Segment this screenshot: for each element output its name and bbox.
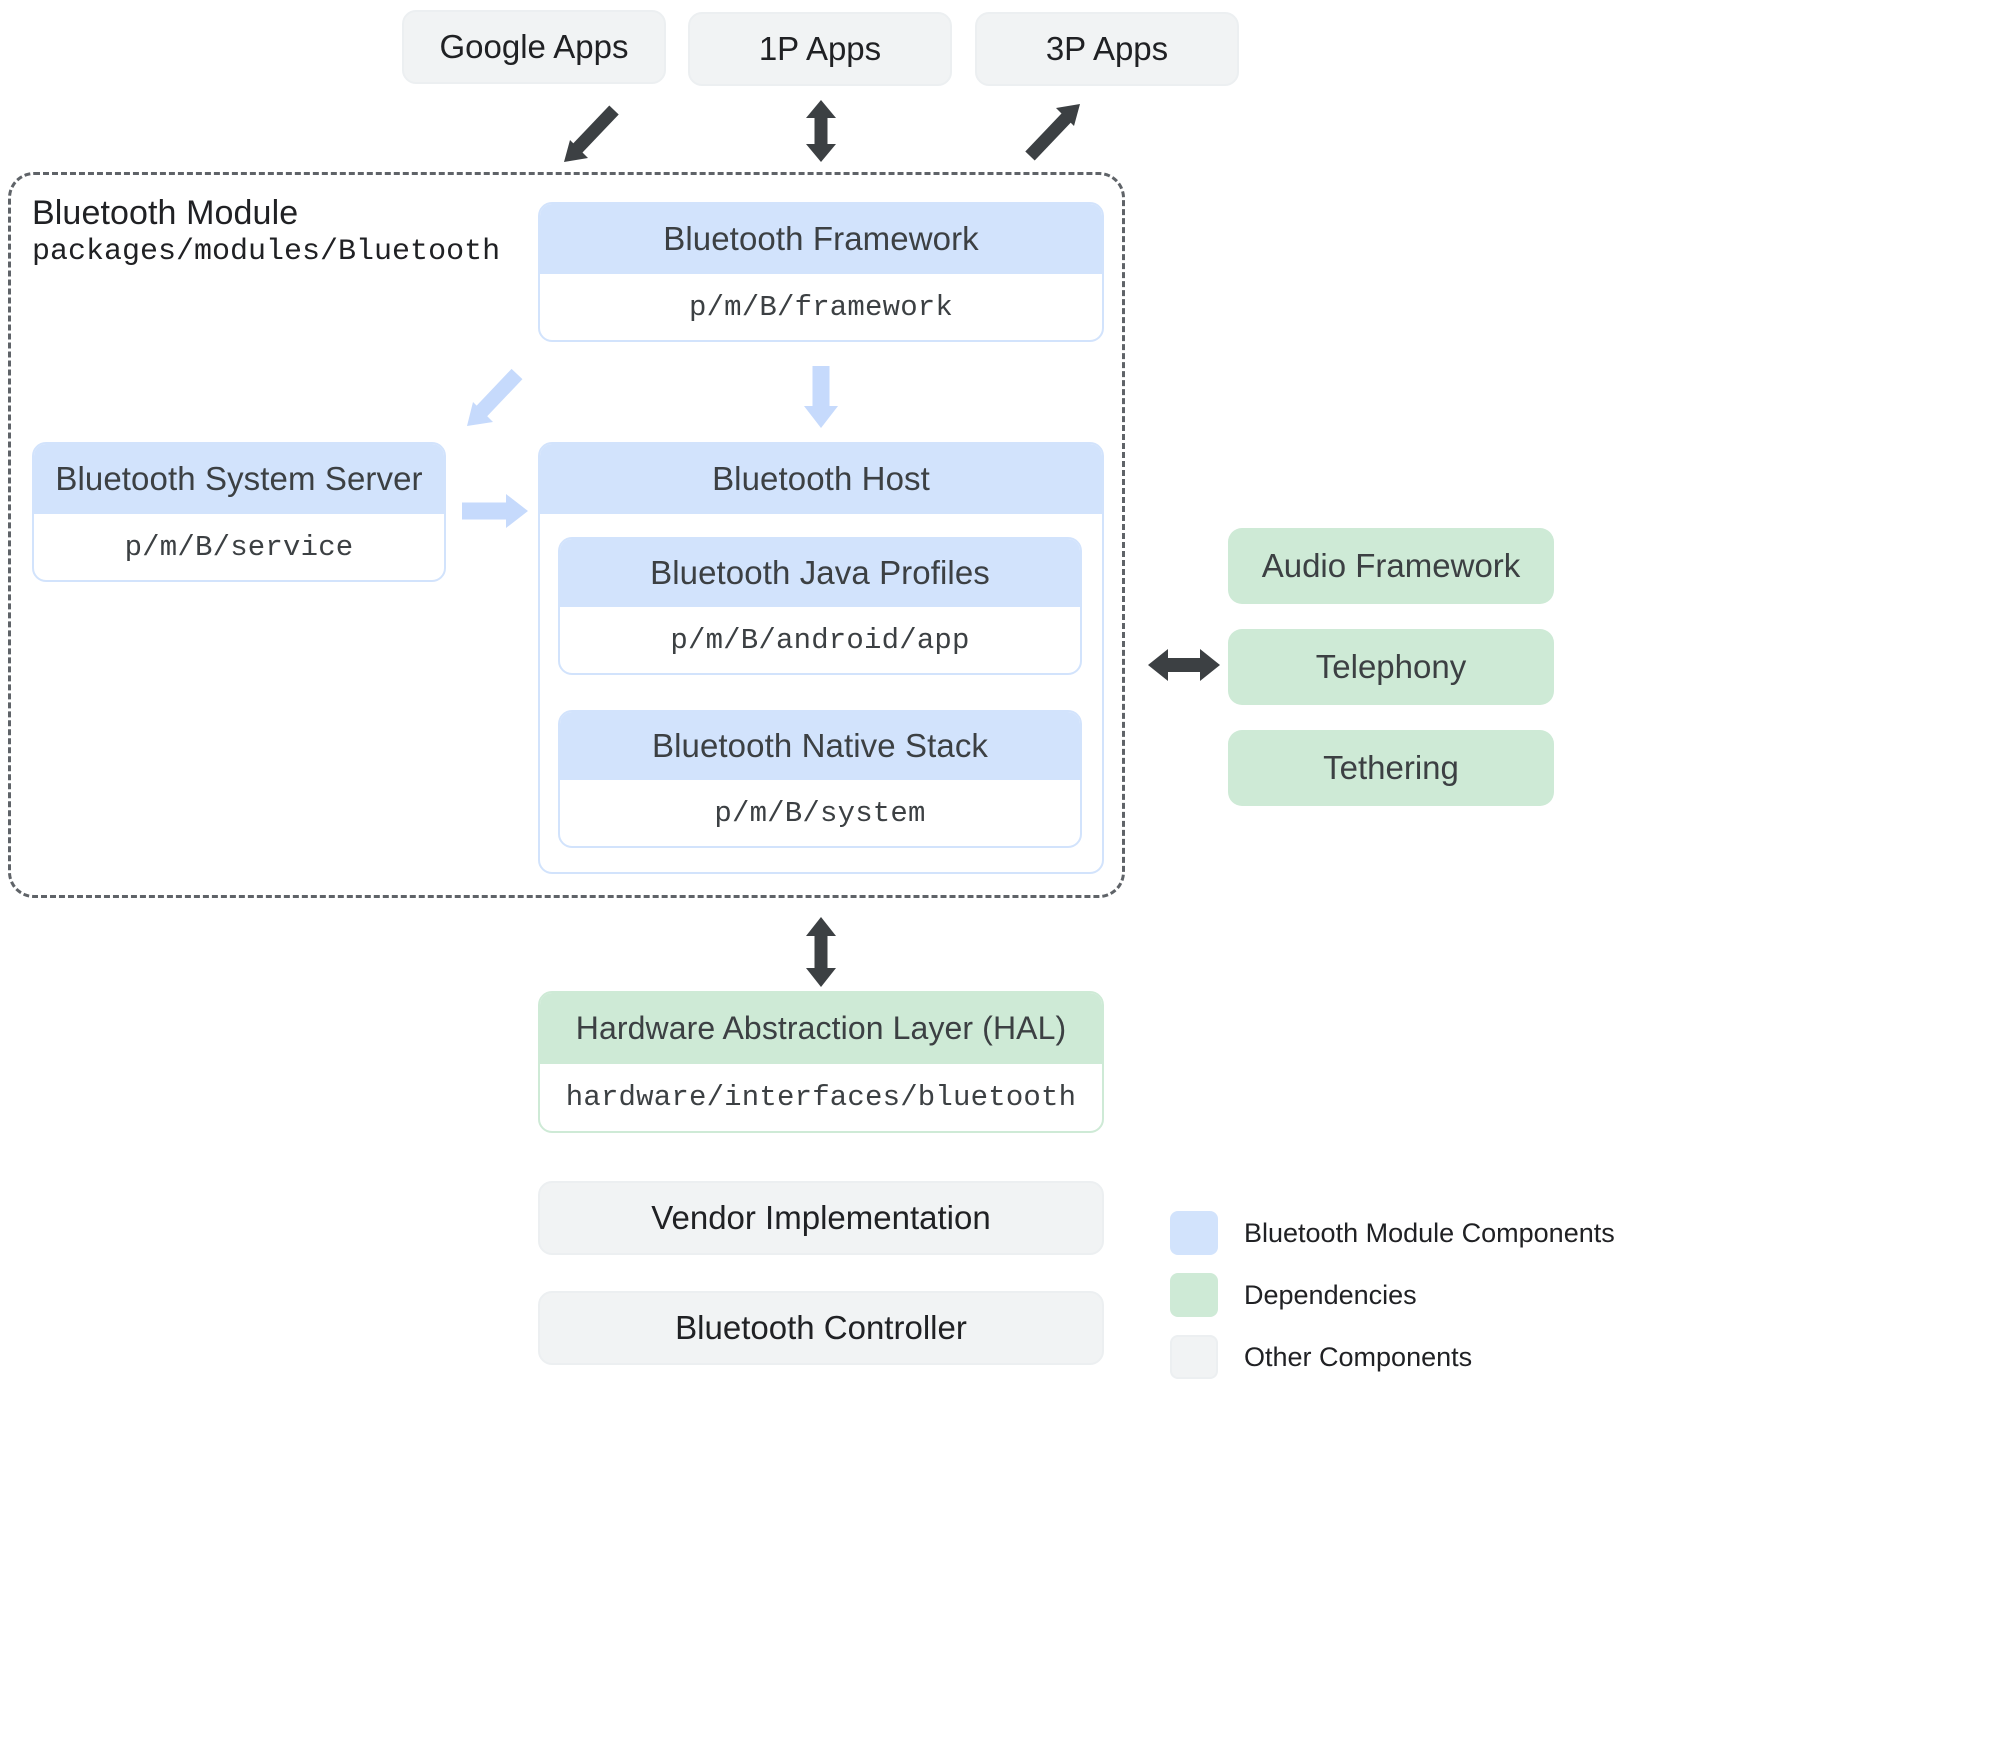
node-google-apps-label: Google Apps: [439, 28, 629, 65]
node-telephony-label: Telephony: [1315, 648, 1467, 685]
node-vendor-implementation[interactable]: Vendor Implementation: [538, 1181, 1104, 1255]
arrow-module-to-dependencies-icon: [1148, 645, 1220, 685]
arrow-module-to-hal-icon: [803, 917, 839, 987]
legend: Bluetooth Module Components Dependencies…: [1170, 1211, 1615, 1398]
module-path: packages/modules/Bluetooth: [32, 235, 501, 269]
node-bluetooth-controller[interactable]: Bluetooth Controller: [538, 1291, 1104, 1365]
legend-label-module-components: Bluetooth Module Components: [1244, 1217, 1615, 1248]
node-hal-path: hardware/interfaces/bluetooth: [565, 1081, 1077, 1114]
node-3p-apps-label: 3P Apps: [1045, 30, 1169, 67]
node-tethering-label: Tethering: [1323, 749, 1459, 786]
node-bluetooth-java-profiles-path: p/m/B/android/app: [670, 623, 970, 657]
legend-item-other-components: Other Components: [1170, 1335, 1615, 1379]
arrow-google-apps-to-module-icon: [560, 104, 622, 162]
node-bluetooth-framework[interactable]: Bluetooth Framework p/m/B/framework: [538, 202, 1104, 342]
node-bluetooth-system-server[interactable]: Bluetooth System Server p/m/B/service: [32, 442, 446, 582]
node-bluetooth-native-stack-path: p/m/B/system: [714, 796, 926, 830]
arrow-1p-apps-to-module-icon: [803, 100, 839, 162]
bluetooth-module-container: [8, 172, 1125, 898]
arrow-system-server-to-host-icon: [462, 492, 528, 530]
node-tethering[interactable]: Tethering: [1228, 730, 1554, 806]
legend-item-dependencies: Dependencies: [1170, 1273, 1615, 1317]
node-1p-apps[interactable]: 1P Apps: [688, 12, 952, 86]
node-hal[interactable]: Hardware Abstraction Layer (HAL) hardwar…: [538, 991, 1104, 1133]
node-3p-apps[interactable]: 3P Apps: [975, 12, 1239, 86]
node-vendor-implementation-label: Vendor Implementation: [651, 1199, 991, 1236]
node-telephony[interactable]: Telephony: [1228, 629, 1554, 705]
node-bluetooth-native-stack[interactable]: Bluetooth Native Stack p/m/B/system: [558, 710, 1082, 848]
node-google-apps[interactable]: Google Apps: [402, 10, 666, 84]
arrow-framework-to-host-icon: [802, 366, 840, 428]
node-bluetooth-java-profiles[interactable]: Bluetooth Java Profiles p/m/B/android/ap…: [558, 537, 1082, 675]
legend-label-dependencies: Dependencies: [1244, 1279, 1417, 1310]
node-bluetooth-framework-title: Bluetooth Framework: [540, 204, 1102, 274]
legend-swatch-grey: [1170, 1335, 1218, 1379]
legend-label-other-components: Other Components: [1244, 1341, 1473, 1372]
node-audio-framework[interactable]: Audio Framework: [1228, 528, 1554, 604]
legend-swatch-green: [1170, 1273, 1218, 1317]
module-title: Bluetooth Module: [32, 194, 299, 232]
arrow-framework-to-system-server-icon: [463, 368, 525, 426]
node-bluetooth-native-stack-title: Bluetooth Native Stack: [560, 712, 1080, 780]
legend-item-module-components: Bluetooth Module Components: [1170, 1211, 1615, 1255]
node-audio-framework-label: Audio Framework: [1261, 547, 1521, 584]
arrow-3p-apps-to-module-icon: [1022, 104, 1084, 162]
node-1p-apps-label: 1P Apps: [758, 30, 882, 67]
legend-swatch-blue: [1170, 1211, 1218, 1255]
node-bluetooth-host-title: Bluetooth Host: [540, 444, 1102, 514]
node-bluetooth-controller-label: Bluetooth Controller: [675, 1309, 967, 1346]
node-bluetooth-system-server-path: p/m/B/service: [124, 530, 354, 564]
node-bluetooth-framework-path: p/m/B/framework: [688, 290, 954, 324]
node-hal-title: Hardware Abstraction Layer (HAL): [540, 993, 1102, 1064]
node-bluetooth-system-server-title: Bluetooth System Server: [34, 444, 444, 514]
node-bluetooth-java-profiles-title: Bluetooth Java Profiles: [560, 539, 1080, 607]
